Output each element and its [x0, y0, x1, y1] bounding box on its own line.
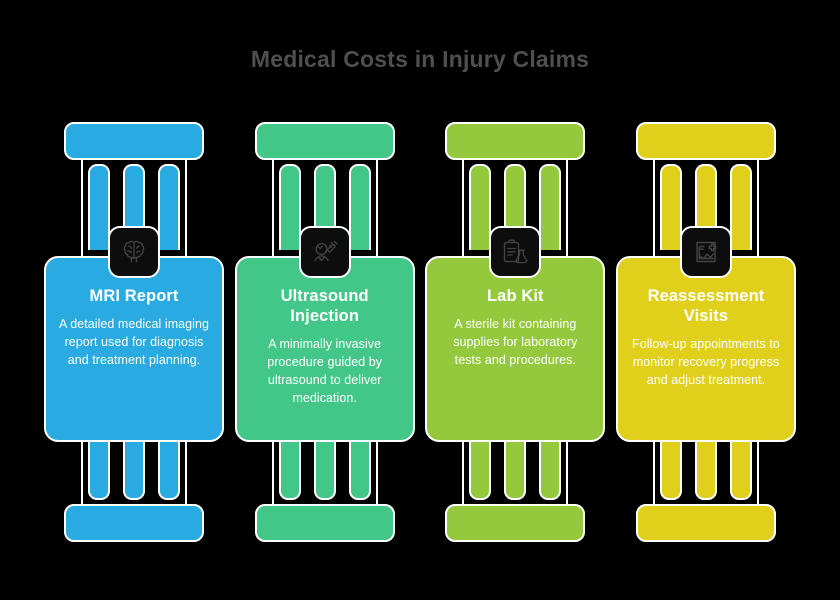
bar-1 [659, 438, 682, 500]
top-cap [635, 122, 776, 160]
card-description: A detailed medical imaging report used f… [59, 317, 209, 368]
bar-3 [348, 438, 371, 500]
bar-3 [729, 164, 752, 250]
card-description: A sterile kit containing supplies for la… [453, 317, 578, 368]
brain-icon [108, 226, 160, 278]
top-cap [254, 122, 395, 160]
bottom-bars [659, 438, 752, 500]
bar-1 [469, 438, 492, 500]
bar-1 [278, 164, 301, 250]
card-title: Reassessment Visits [647, 287, 765, 326]
top-cap [445, 122, 586, 160]
bar-1 [278, 438, 301, 500]
bottom-bars [278, 438, 371, 500]
info-card[interactable]: MRI Report A detailed medical imaging re… [44, 256, 224, 442]
bottom-bars [88, 438, 180, 500]
bar-3 [158, 164, 180, 250]
card-title: Ultrasound Injection [280, 287, 369, 326]
bar-3 [539, 164, 562, 250]
bar-2 [123, 438, 145, 500]
column-lab-kit[interactable]: Lab Kit A sterile kit containing supplie… [425, 122, 606, 542]
bar-3 [729, 438, 752, 500]
card-title: MRI Report [89, 287, 179, 305]
card-description: A minimally invasive procedure guided by… [267, 337, 383, 406]
info-card[interactable]: Ultrasound Injection A minimally invasiv… [234, 256, 415, 442]
info-card[interactable]: Reassessment Visits Follow-up appointmen… [615, 256, 796, 442]
bottom-cap [64, 504, 204, 542]
bar-3 [158, 438, 180, 500]
bottom-cap [254, 504, 395, 542]
bottom-cap [445, 504, 586, 542]
medical-report-chart-icon [679, 226, 732, 278]
card-description: Follow-up appointments to monitor recove… [632, 337, 780, 388]
bar-2 [504, 438, 527, 500]
bottom-cap [635, 504, 776, 542]
page-title: Medical Costs in Injury Claims [250, 46, 590, 72]
bar-2 [313, 438, 336, 500]
bar-3 [539, 438, 562, 500]
column-group: MRI Report A detailed medical imaging re… [44, 122, 796, 542]
bar-1 [659, 164, 682, 250]
column-ultrasound-injection[interactable]: Ultrasound Injection A minimally invasiv… [234, 122, 415, 542]
bottom-bars [469, 438, 562, 500]
bar-2 [694, 438, 717, 500]
bar-3 [348, 164, 371, 250]
bar-1 [88, 438, 110, 500]
syringe-injection-icon [298, 226, 351, 278]
bar-1 [469, 164, 492, 250]
top-cap [64, 122, 204, 160]
card-title: Lab Kit [487, 287, 544, 305]
clipboard-flask-icon [489, 226, 542, 278]
bar-1 [88, 164, 110, 250]
info-card[interactable]: Lab Kit A sterile kit containing supplie… [425, 256, 606, 442]
column-reassessment-visits[interactable]: Reassessment Visits Follow-up appointmen… [615, 122, 796, 542]
column-mri-report[interactable]: MRI Report A detailed medical imaging re… [44, 122, 224, 542]
